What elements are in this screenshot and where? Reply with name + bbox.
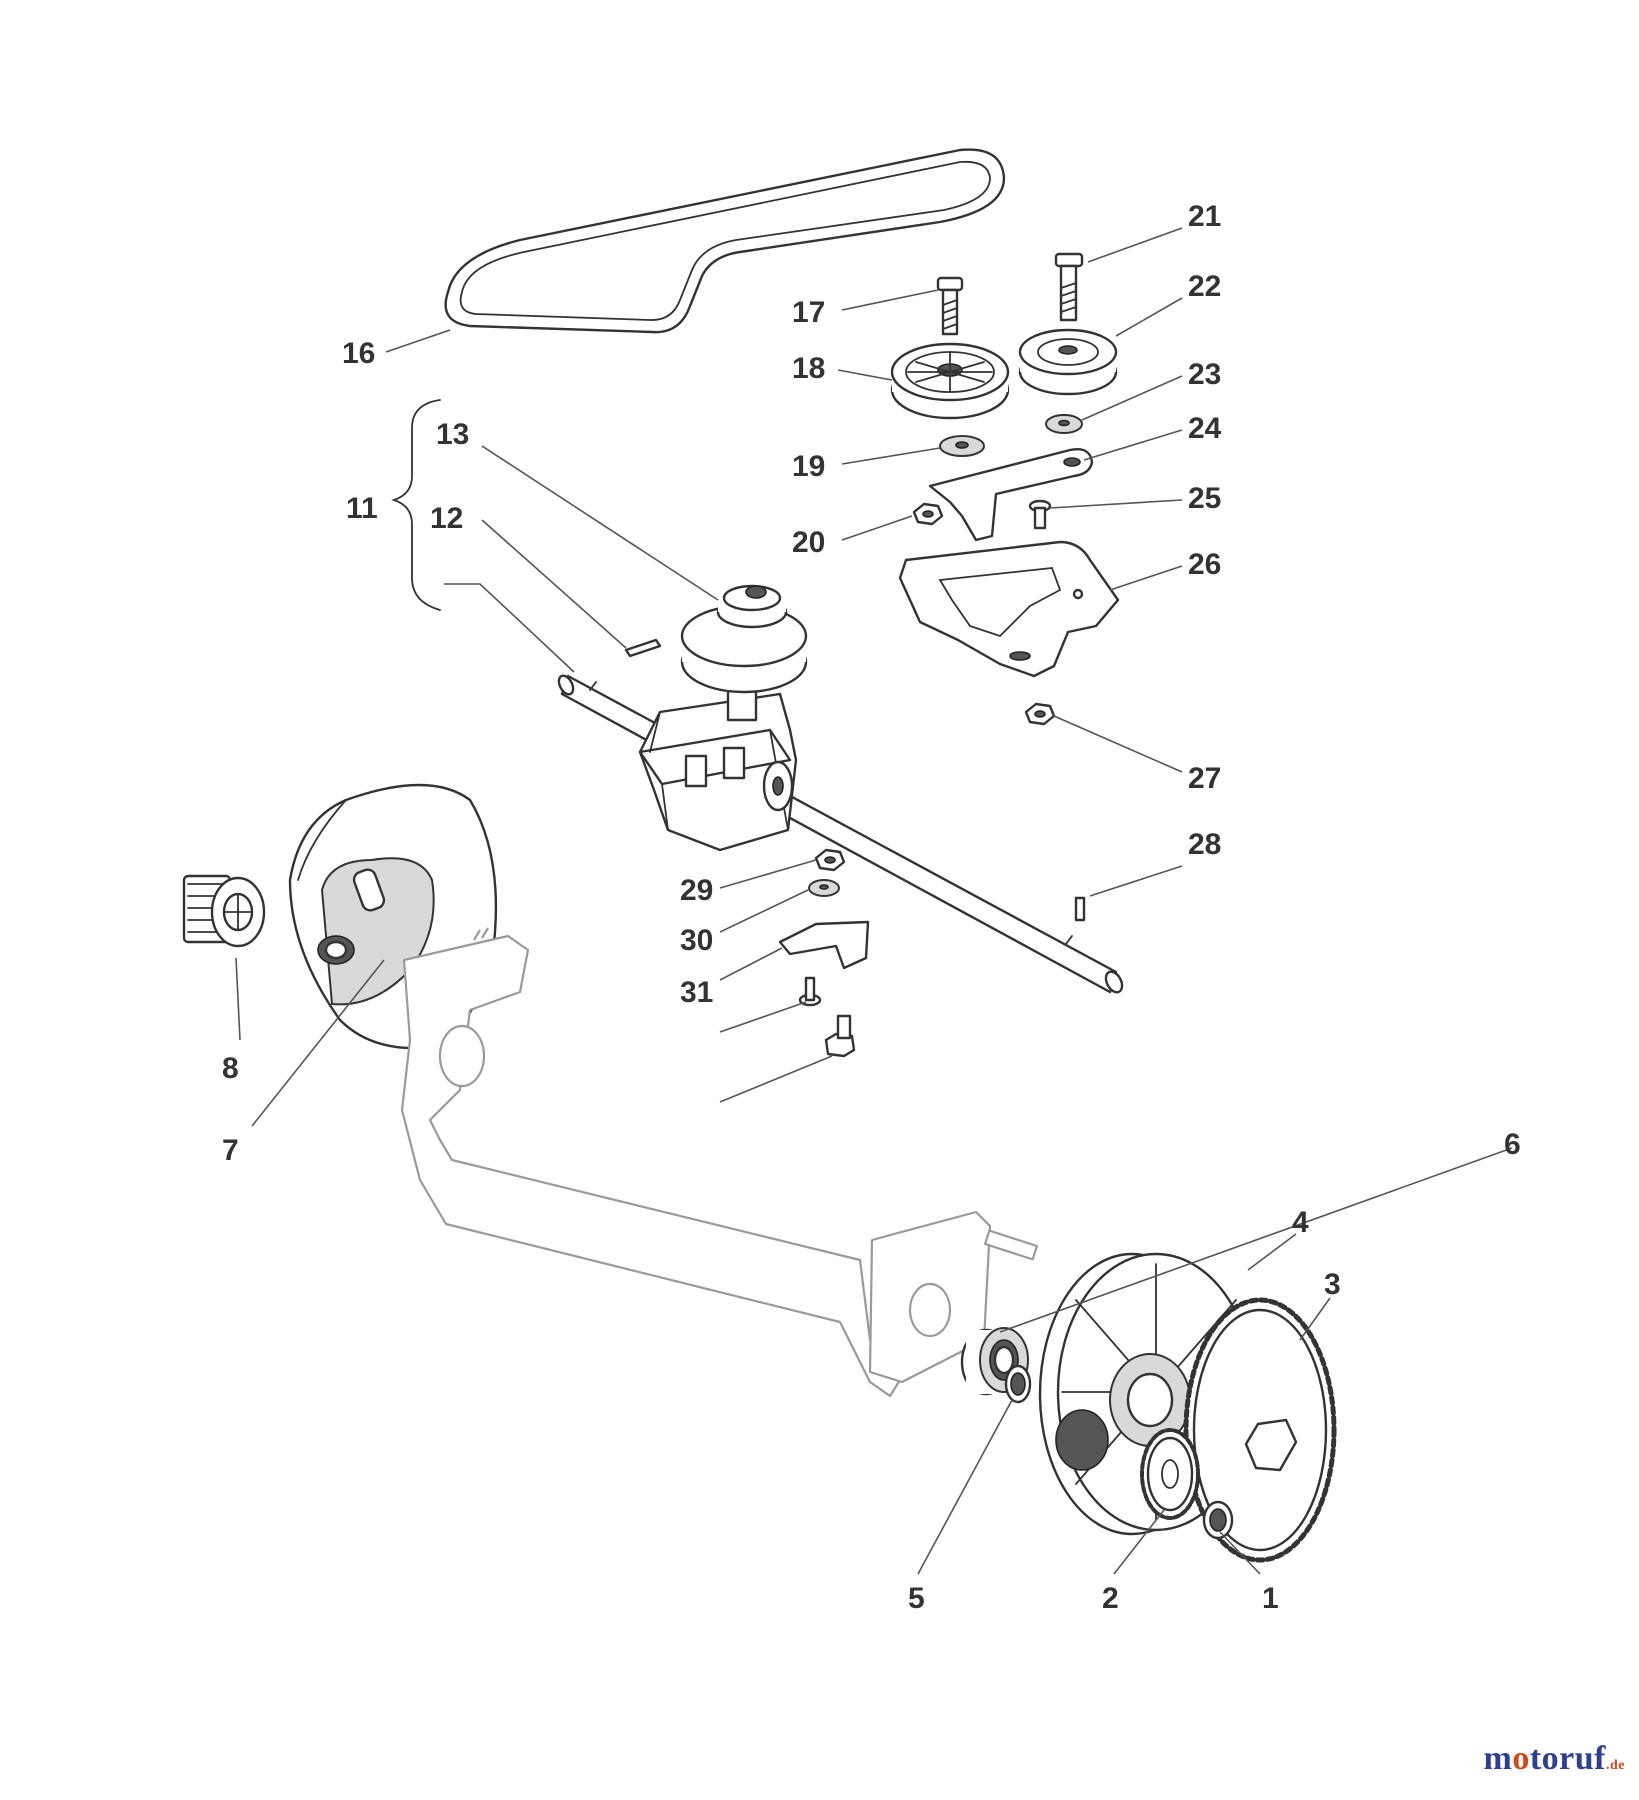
label-12: 12 xyxy=(430,502,463,535)
label-20: 22 xyxy=(1188,270,1221,303)
bracket-plate-24 xyxy=(898,540,1120,678)
key-12 xyxy=(624,638,662,658)
nut-18 xyxy=(912,502,944,526)
brand-suffix: .de xyxy=(1606,1758,1625,1773)
screw-30 xyxy=(798,976,822,1007)
label-11: 11 xyxy=(346,492,378,525)
label-4: 4 xyxy=(1292,1206,1309,1239)
label-15: 17 xyxy=(792,296,825,329)
label-24: 26 xyxy=(1188,548,1221,581)
brand-part-o: o xyxy=(1512,1740,1530,1777)
brand-logo: motoruf.de xyxy=(1484,1740,1625,1778)
idler-pulley-20 xyxy=(1018,328,1118,396)
label-3: 3 xyxy=(1324,1268,1341,1301)
tension-arm-22 xyxy=(928,448,1094,542)
washer-21 xyxy=(1045,414,1083,434)
label-8: 8 xyxy=(222,1052,239,1085)
screw-23 xyxy=(1028,499,1052,530)
label-1: 1 xyxy=(1262,1582,1279,1615)
label-26: 28 xyxy=(1188,828,1221,861)
bolt-19 xyxy=(1054,252,1084,322)
label-5: 5 xyxy=(908,1582,925,1615)
brand-part-a: m xyxy=(1483,1740,1513,1777)
washer-28 xyxy=(808,879,840,897)
nut-27 xyxy=(814,848,846,872)
key-26 xyxy=(1074,896,1086,922)
label-28: 30 xyxy=(680,924,713,957)
label-22: 24 xyxy=(1188,412,1222,445)
group-bracket-11 xyxy=(391,399,441,611)
part-numbers: 16 17 18 19 20 21 22 23 24 25 26 27 28 1… xyxy=(222,200,1521,1615)
nut-25 xyxy=(1024,702,1056,726)
label-27: 29 xyxy=(680,874,713,907)
label-14: 16 xyxy=(342,337,375,370)
label-6: 6 xyxy=(1504,1128,1521,1161)
label-29: 31 xyxy=(680,976,713,1009)
label-25: 27 xyxy=(1188,762,1221,795)
label-23: 25 xyxy=(1188,482,1221,515)
pinion-2 xyxy=(1140,1428,1200,1520)
axle-bracket-frame xyxy=(400,927,1039,1398)
label-13: 13 xyxy=(436,418,469,451)
washer-17 xyxy=(939,435,985,457)
label-21: 23 xyxy=(1188,358,1221,391)
pulley-16 xyxy=(890,342,1010,420)
label-7: 7 xyxy=(222,1134,239,1167)
label-17: 19 xyxy=(792,450,825,483)
gearbox-11 xyxy=(638,584,808,852)
label-18: 20 xyxy=(792,526,825,559)
ring-1 xyxy=(1202,1500,1234,1540)
gear-3 xyxy=(1183,1297,1337,1563)
ring-5 xyxy=(1004,1364,1032,1404)
bolt-15 xyxy=(936,276,964,336)
clip-bracket-29 xyxy=(778,920,870,970)
leader-lines xyxy=(235,227,1513,1575)
label-2: 2 xyxy=(1102,1582,1119,1615)
pinion-gear-8 xyxy=(182,874,266,948)
bolt-31 xyxy=(824,1014,856,1058)
label-16: 18 xyxy=(792,352,825,385)
label-19: 21 xyxy=(1188,200,1221,233)
brand-part-b: toruf xyxy=(1529,1740,1606,1777)
drive-belt xyxy=(444,148,1006,334)
